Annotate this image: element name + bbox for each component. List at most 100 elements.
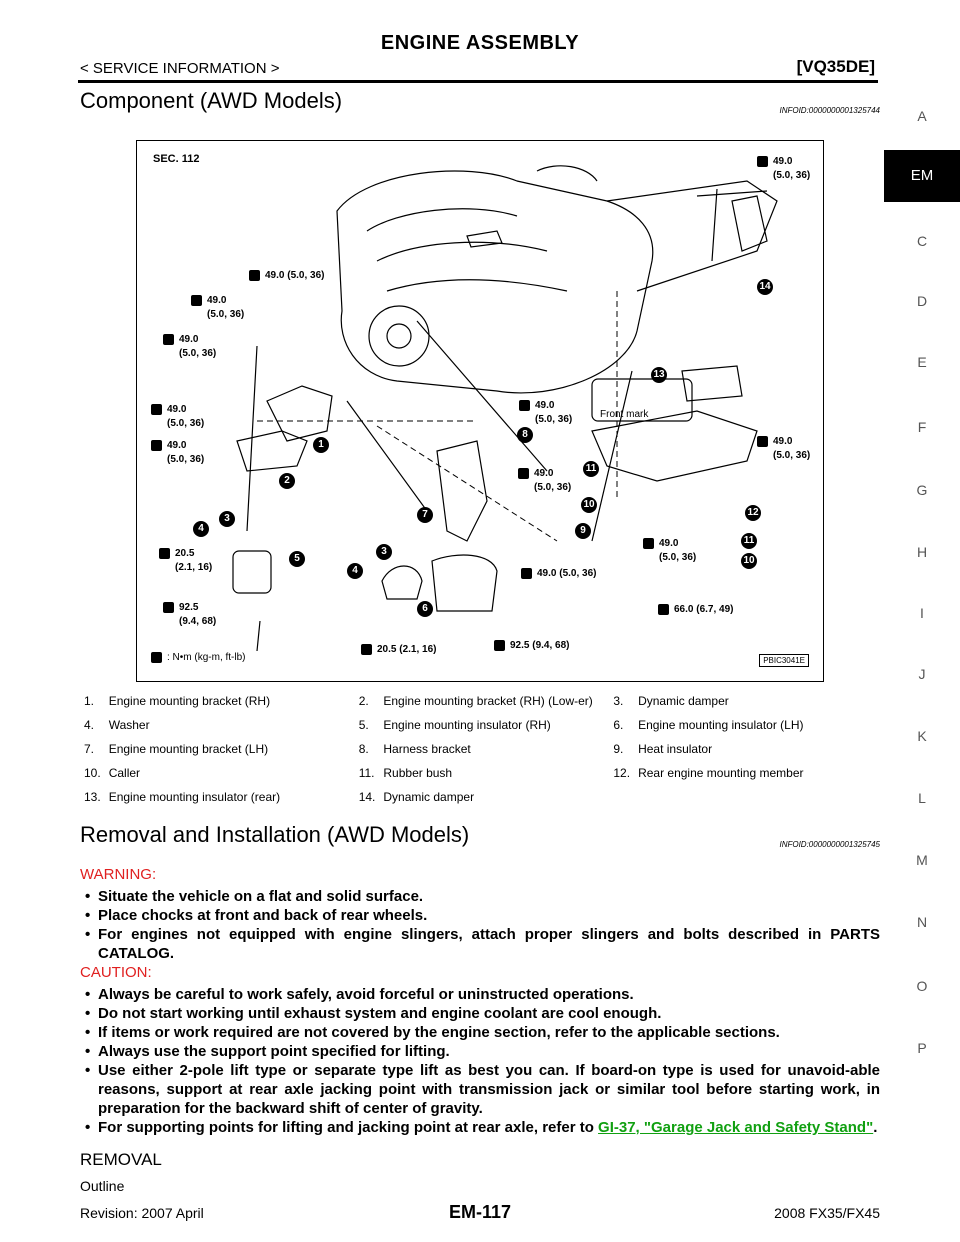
legend-label: Engine mounting insulator (rear) <box>108 790 281 804</box>
legend-number: 8. <box>358 742 369 756</box>
legend-number: 10. <box>84 766 101 780</box>
legend-label <box>634 788 880 812</box>
legend-label: Rubber bush <box>383 766 453 780</box>
callout-badge: 9 <box>575 523 591 539</box>
legend-label: Rear engine mounting member <box>638 766 804 780</box>
torque-label: 49.0 (5.0, 36) <box>150 440 205 465</box>
legend-row: 13. Engine mounting insulator (rear) 14.… <box>80 788 880 812</box>
callout-badge: 8 <box>517 427 533 443</box>
legend-row: 4. Washer 5. Engine mounting insulator (… <box>80 716 880 740</box>
legend-label: Engine mounting bracket (RH) (Low-er) <box>383 694 593 708</box>
legend-label: Heat insulator <box>638 742 713 756</box>
vehicle-model: 2008 FX35/FX45 <box>774 1205 880 1221</box>
callout-badge: 4 <box>347 563 363 579</box>
legend-number: 13. <box>84 790 101 804</box>
legend-label: Dynamic damper <box>383 790 475 804</box>
callout-badge: 2 <box>279 473 295 489</box>
callout-badge: 11 <box>741 533 757 549</box>
warning-item: •Situate the vehicle on a flat and solid… <box>85 888 424 905</box>
tab-em[interactable]: EM <box>884 150 960 202</box>
torque-label: 66.0 (6.7, 49) <box>657 604 734 615</box>
torque-label: 92.5 (9.4, 68) <box>162 602 217 627</box>
section-title-component: Component (AWD Models) <box>80 88 343 113</box>
tab-j[interactable]: J <box>918 666 926 682</box>
callout-badge: 11 <box>583 461 599 477</box>
tab-n[interactable]: N <box>916 914 928 930</box>
info-id: INFOID:0000000001325744 <box>779 106 880 115</box>
parts-legend: 1. Engine mounting bracket (RH) 2. Engin… <box>80 692 880 812</box>
tab-a[interactable]: A <box>917 108 927 124</box>
callout-badge: 3 <box>219 511 235 527</box>
tab-l[interactable]: L <box>918 790 926 806</box>
callout-badge: 10 <box>581 497 597 513</box>
section-title-removal: Removal and Installation (AWD Models) <box>80 822 470 847</box>
caution-item: •Always use the support point specified … <box>85 1043 450 1060</box>
tab-d[interactable]: D <box>916 293 928 309</box>
legend-label: Engine mounting insulator (RH) <box>383 718 551 732</box>
reference-link[interactable]: GI-37, "Garage Jack and Safety Stand" <box>598 1119 874 1136</box>
callout-badge: 10 <box>741 553 757 569</box>
callout-badge: 5 <box>289 551 305 567</box>
revision-date: Revision: 2007 April <box>80 1205 204 1221</box>
info-id: INFOID:0000000001325745 <box>779 840 880 849</box>
torque-label: 49.0 (5.0, 36) <box>642 538 697 563</box>
page-title: ENGINE ASSEMBLY <box>380 32 580 54</box>
engine-illustration <box>232 165 778 652</box>
legend-label: Harness bracket <box>383 742 471 756</box>
torque-label: 49.0 (5.0, 36) <box>517 468 572 493</box>
caution-item: •Use either 2-pole lift type or separate… <box>85 1062 880 1117</box>
callout-badge: 13 <box>651 367 667 383</box>
tab-p[interactable]: P <box>917 1040 927 1056</box>
page-number: EM-117 <box>448 1202 512 1222</box>
legend-number: 12. <box>613 766 631 780</box>
legend-number: 11. <box>358 766 375 780</box>
legend-number: 4. <box>84 718 95 732</box>
legend-row: 1. Engine mounting bracket (RH) 2. Engin… <box>80 692 880 716</box>
legend-label: Caller <box>108 766 141 780</box>
tab-i[interactable]: I <box>920 605 924 621</box>
legend-number: 7. <box>84 742 95 756</box>
legend-number: 1. <box>84 694 95 708</box>
torque-label: 49.0 (5.0, 36) <box>162 334 217 359</box>
legend-label: Engine mounting bracket (RH) <box>108 694 271 708</box>
torque-label: 49.0 (5.0, 36) <box>150 404 205 429</box>
legend-number: 9. <box>613 742 624 756</box>
tab-h[interactable]: H <box>916 544 928 560</box>
callout-badge: 1 <box>313 437 329 453</box>
header-divider <box>78 80 878 83</box>
section-number: SEC. 112 <box>153 153 200 165</box>
warning-item: •For engines not equipped with engine sl… <box>85 926 880 962</box>
legend-number: 2. <box>358 694 369 708</box>
torque-label: 49.0 (5.0, 36) <box>756 156 811 181</box>
tab-e[interactable]: E <box>917 354 927 370</box>
torque-label: 92.5 (9.4, 68) <box>493 640 570 651</box>
legend-label: Engine mounting bracket (LH) <box>108 742 269 756</box>
component-diagram: SEC. 112 49.0 (5.0, 36) 49.0 (5.0, 36) 4… <box>136 140 824 682</box>
legend-label: Engine mounting insulator (LH) <box>638 718 804 732</box>
legend-label: Dynamic damper <box>638 694 729 708</box>
tab-f[interactable]: F <box>917 419 927 435</box>
legend-label: Washer <box>108 718 150 732</box>
tab-k[interactable]: K <box>917 728 927 744</box>
warning-label: WARNING: <box>80 866 157 883</box>
header-subtitle: < SERVICE INFORMATION > <box>80 60 280 77</box>
legend-number: 3. <box>613 694 624 708</box>
unit-legend: : N•m (kg-m, ft-lb) <box>151 652 246 663</box>
torque-label: 49.0 (5.0, 36) <box>520 568 597 579</box>
subsection-outline: Outline <box>80 1178 125 1194</box>
caution-item: •For supporting points for lifting and j… <box>85 1119 878 1136</box>
tab-c[interactable]: C <box>916 233 928 249</box>
warning-item: •Place chocks at front and back of rear … <box>85 907 428 924</box>
tab-m[interactable]: M <box>916 852 928 868</box>
torque-label: 49.0 (5.0, 36) <box>248 270 325 281</box>
tab-o[interactable]: O <box>916 978 928 994</box>
torque-label: 49.0 (5.0, 36) <box>518 400 573 425</box>
torque-label: 20.5 (2.1, 16) <box>360 644 437 655</box>
torque-label: 49.0 (5.0, 36) <box>756 436 811 461</box>
legend-number <box>609 788 634 812</box>
legend-number: 5. <box>358 718 369 732</box>
callout-badge: 7 <box>417 507 433 523</box>
tab-g[interactable]: G <box>916 482 928 498</box>
callout-badge: 3 <box>376 544 392 560</box>
legend-row: 10. Caller 11. Rubber bush 12. Rear engi… <box>80 764 880 788</box>
